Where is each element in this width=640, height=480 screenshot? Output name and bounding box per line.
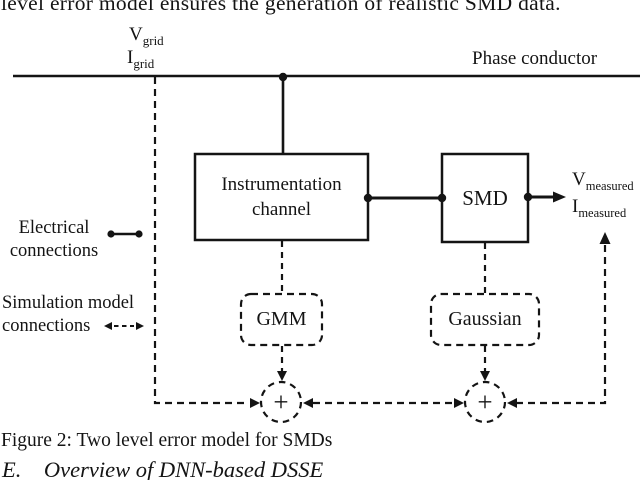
grid-signal-dashed-line xyxy=(153,77,260,408)
junction-dot xyxy=(363,193,373,203)
legend-electrical-symbol xyxy=(107,230,143,238)
arrowhead-up-icon xyxy=(599,232,611,244)
arrowhead-left-icon xyxy=(303,398,313,408)
arrowhead-down-icon xyxy=(277,371,287,381)
arrowhead-right-icon xyxy=(250,398,260,408)
sum-to-sum-dashed-line xyxy=(303,398,464,408)
body-text-line: level error model ensures the generation… xyxy=(1,0,561,15)
arrowhead-left-icon xyxy=(104,322,112,330)
junction-dot xyxy=(523,192,533,202)
gaussian-box-border xyxy=(429,292,541,347)
conductor-tap-line xyxy=(278,72,288,156)
sum-to-measured-dashed-line xyxy=(507,232,611,408)
legend-simulation-symbol xyxy=(104,322,144,330)
sum-node-right: + xyxy=(477,386,493,417)
instrumentation-to-smd-line xyxy=(363,193,447,203)
gmm-to-sum-dashed-arrow xyxy=(277,346,287,381)
gaussian-box: Gaussian xyxy=(448,308,522,330)
arrowhead-right-icon xyxy=(454,398,464,408)
phase-conductor-label: Phase conductor xyxy=(472,48,598,69)
v-grid-label: Vgrid xyxy=(129,24,164,48)
i-measured-label: Imeasured xyxy=(572,196,627,220)
arrowhead-right-icon xyxy=(553,191,566,203)
i-grid-label: Igrid xyxy=(127,47,155,71)
gmm-box: GMM xyxy=(256,308,307,330)
arrowhead-right-icon xyxy=(136,322,144,330)
gmm-box-border xyxy=(239,292,324,347)
gaussian-to-sum-dashed-arrow xyxy=(480,346,490,381)
arrowhead-down-icon xyxy=(480,371,490,381)
sum-node-left-border xyxy=(259,380,303,424)
sum-node-left: + xyxy=(273,386,289,417)
v-measured-label: Vmeasured xyxy=(572,169,634,193)
smd-box-border xyxy=(440,152,530,244)
junction-dot xyxy=(437,193,447,203)
legend-dot xyxy=(135,230,143,238)
smd-output-arrow xyxy=(523,191,566,203)
section-heading: E. Overview of DNN-based DSSE xyxy=(2,457,324,480)
instrumentation-channel-box-border xyxy=(193,152,370,242)
figure-caption: Figure 2: Two level error model for SMDs xyxy=(1,430,333,451)
legend-simulation-label: Simulation model connections xyxy=(2,293,135,336)
arrowhead-left-icon xyxy=(507,398,517,408)
sum-node-right-border xyxy=(463,380,507,424)
smd-box: SMD xyxy=(462,185,508,210)
junction-dot xyxy=(278,72,288,82)
legend-dot xyxy=(107,230,115,238)
instrumentation-channel-box: Instrumentation channel xyxy=(221,174,342,220)
legend-electrical-label: Electrical connections xyxy=(9,218,99,261)
